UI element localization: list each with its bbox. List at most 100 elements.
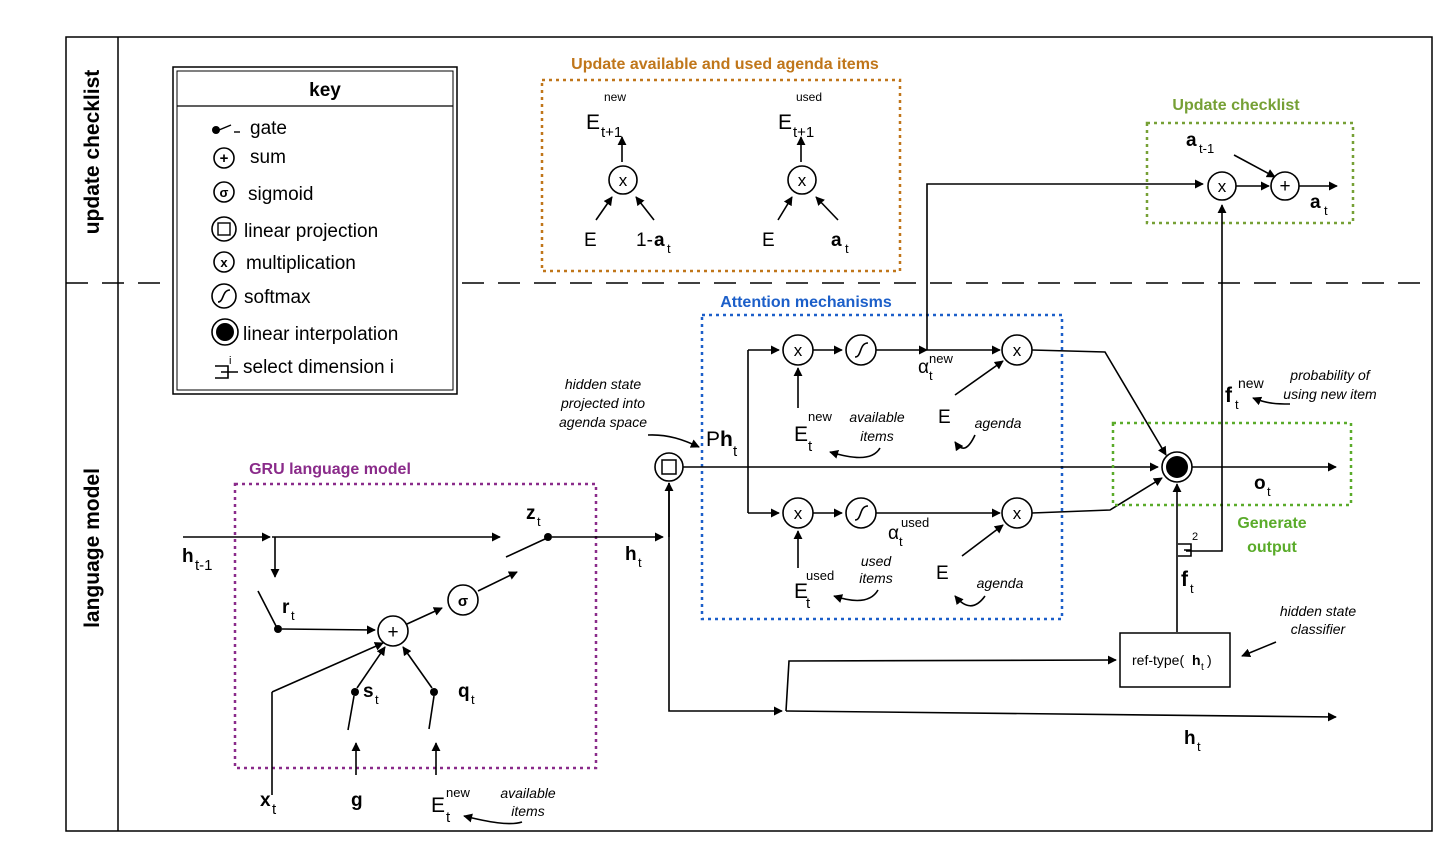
svg-text:h: h — [720, 428, 733, 451]
available-items-annotation: available — [500, 785, 555, 801]
svg-text:t: t — [375, 692, 379, 707]
key-label-multiplication: multiplication — [246, 253, 356, 274]
svg-text:h: h — [182, 546, 194, 567]
softmax-op — [845, 334, 877, 366]
classifier-annotation: hidden state — [1280, 603, 1356, 619]
interpolation-op — [1161, 451, 1193, 483]
svg-text:+: + — [1279, 176, 1290, 197]
sigmoid-op — [447, 584, 479, 616]
svg-text:σ: σ — [220, 185, 229, 200]
svg-text:a: a — [831, 230, 842, 251]
svg-text:E: E — [431, 794, 445, 817]
svg-text:new: new — [1238, 375, 1265, 391]
svg-text:x: x — [798, 171, 807, 190]
a-t-minus-1-label: a t-1 — [1186, 130, 1214, 156]
svg-text:q: q — [458, 681, 470, 702]
svg-text:x: x — [1013, 504, 1022, 523]
gru-box: GRU language model h t-1 r t + σ z t — [182, 461, 664, 818]
svg-text:α: α — [918, 357, 929, 378]
key-label-sum: sum — [250, 147, 286, 168]
sigmoid-icon: σ — [213, 181, 235, 203]
svg-text:t-1: t-1 — [195, 557, 213, 574]
generate-title: Generate — [1237, 515, 1306, 532]
key-label-linear-interpolation: linear interpolation — [243, 324, 398, 345]
svg-text:t: t — [929, 368, 933, 383]
svg-text:α: α — [888, 523, 899, 544]
gate-icon — [351, 688, 359, 696]
e-next-new-label: E new t+1 — [586, 90, 626, 141]
gate-icon — [212, 124, 240, 134]
svg-text:x: x — [794, 504, 803, 523]
svg-text:used: used — [796, 90, 822, 104]
svg-text:t: t — [667, 241, 671, 256]
svg-text:E: E — [586, 111, 600, 134]
attention-title: Attention mechanisms — [720, 294, 892, 311]
linear-projection-icon — [211, 216, 237, 242]
probability-annotation: probability of — [1289, 367, 1371, 383]
e-label: E — [762, 230, 775, 251]
svg-text:1-: 1- — [636, 230, 653, 251]
available-items-annotation: items — [860, 428, 893, 444]
svg-text:used: used — [901, 515, 929, 530]
probability-annotation: using new item — [1283, 386, 1377, 402]
f-new-label: f t new — [1225, 375, 1265, 412]
h-t-output-label: h t — [1184, 728, 1201, 754]
svg-text:t: t — [537, 514, 541, 529]
hidden-projected-annotation: agenda space — [559, 414, 647, 430]
e-next-used-label: E used t+1 — [778, 90, 822, 141]
key-label-softmax: softmax — [244, 287, 311, 308]
svg-text:x: x — [1218, 177, 1227, 196]
svg-text:f: f — [1225, 384, 1233, 407]
e-t-used-label: E used t — [794, 568, 834, 612]
svg-text:2: 2 — [1192, 531, 1198, 543]
sum-icon: + — [213, 147, 235, 169]
e-label: E — [936, 563, 949, 584]
used-items-annotation: items — [859, 570, 892, 586]
ref-type-classifier: ref-type( h t ) — [1119, 632, 1231, 688]
svg-text:E: E — [794, 580, 808, 603]
select-dimension-icon: i — [215, 355, 238, 379]
svg-text:x: x — [260, 790, 271, 811]
key-label-linear-projection: linear projection — [244, 221, 378, 242]
svg-text:t: t — [899, 534, 903, 549]
linear-interpolation-icon — [211, 318, 239, 346]
agenda-update-title: Update available and used agenda items — [571, 56, 879, 73]
a-t-output-label: a t — [1310, 192, 1328, 218]
e-t-new-label: E new t — [794, 409, 832, 455]
e-label: E — [938, 407, 951, 428]
svg-text:f: f — [1181, 568, 1189, 591]
r-t-label: r t — [282, 597, 295, 623]
agenda-update-box: Update available and used agenda items E… — [540, 56, 902, 273]
generate-title-2: output — [1247, 539, 1297, 556]
h-t-minus-1-label: h t-1 — [182, 546, 213, 574]
svg-text:t: t — [638, 555, 642, 570]
key-legend: key gate + sum σ sigmoid linear projecti… — [172, 66, 458, 395]
svg-text:t: t — [1267, 484, 1271, 499]
svg-text:t: t — [471, 692, 475, 707]
sum-op — [377, 615, 409, 647]
key-label-sigmoid: sigmoid — [248, 184, 313, 205]
svg-text:o: o — [1254, 473, 1266, 494]
svg-text:t: t — [845, 241, 849, 256]
svg-text:t: t — [291, 608, 295, 623]
svg-text:a: a — [654, 230, 665, 251]
svg-text:t+1: t+1 — [793, 124, 814, 141]
svg-text:x: x — [1013, 341, 1022, 360]
x-t-label: x t — [260, 790, 277, 818]
e-label: E — [584, 230, 597, 251]
svg-text:): ) — [1207, 652, 1212, 668]
classifier-annotation: classifier — [1291, 621, 1347, 637]
key-label-select-dimension: select dimension i — [243, 357, 394, 378]
svg-text:t: t — [808, 438, 813, 455]
svg-text:t: t — [806, 595, 811, 612]
svg-text:ref-type(: ref-type( — [1132, 652, 1184, 668]
agenda-annotation: agenda — [975, 415, 1022, 431]
svg-text:new: new — [808, 409, 832, 424]
o-t-label: o t — [1254, 473, 1271, 499]
g-label: g — [351, 790, 363, 811]
svg-text:h: h — [1184, 728, 1196, 749]
generate-box: Generate output o t — [1111, 421, 1353, 556]
alpha-used-label: α t used — [888, 515, 929, 549]
q-t-label: q t — [458, 681, 475, 707]
